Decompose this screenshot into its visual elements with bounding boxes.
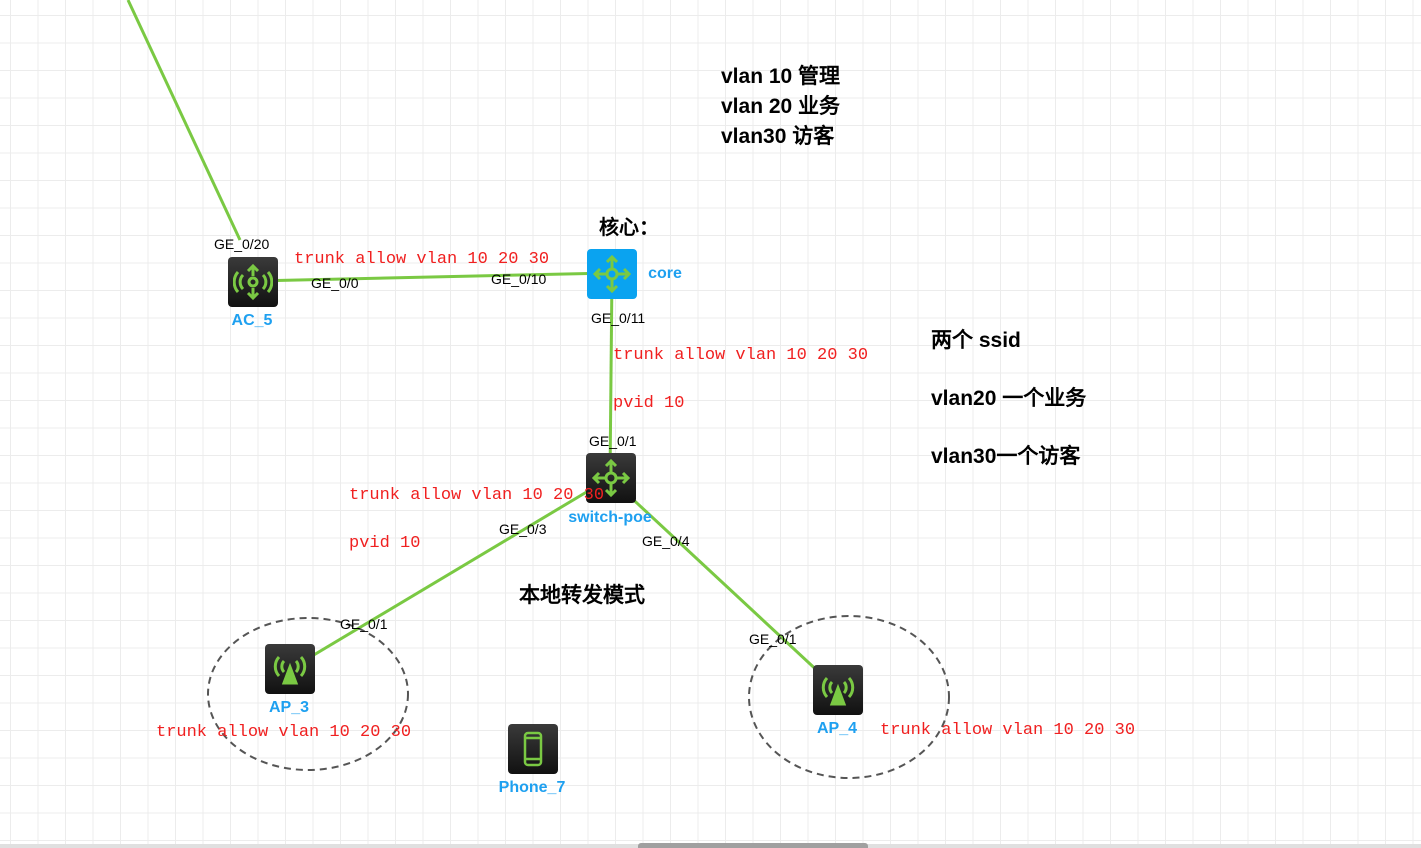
note-ssid-title: 两个 ssid	[931, 329, 1021, 352]
port-label: GE_0/10	[491, 271, 547, 287]
note-mode: 本地转发模式	[519, 584, 645, 607]
port-label: GE_0/1	[749, 631, 797, 647]
port-label: GE_0/3	[499, 521, 547, 537]
note-vlan10: vlan 10 管理	[721, 65, 841, 88]
wireless-controller-icon	[233, 263, 273, 301]
note-core-title: 核心：	[599, 217, 659, 239]
core-device[interactable]	[587, 249, 637, 299]
router-arrows-icon	[592, 254, 632, 294]
port-label: GE_0/11	[591, 310, 646, 326]
config-text: pvid 10	[613, 394, 685, 413]
ap4-device[interactable]	[813, 665, 863, 715]
port-label: GE_0/1	[589, 433, 637, 449]
note-ssid2: vlan30一个访客	[931, 445, 1081, 468]
switch-arrows-icon	[591, 458, 631, 498]
config-text: pvid 10	[349, 534, 421, 553]
config-text: trunk allow vlan 10 20 30	[613, 346, 869, 365]
config-text: trunk allow vlan 10 20 30	[349, 486, 605, 505]
ap4-coverage	[748, 615, 950, 779]
access-point-icon	[821, 676, 855, 706]
phone-label: Phone_7	[498, 779, 566, 796]
ap3-device[interactable]	[265, 644, 315, 694]
phone-icon	[523, 731, 543, 767]
access-point-icon	[273, 655, 307, 685]
link-core-switch	[608, 272, 614, 479]
phone-device[interactable]	[508, 724, 558, 774]
config-text: trunk allow vlan 10 20 30	[880, 721, 1136, 740]
switch-label: switch-poe	[568, 509, 652, 526]
link-uplink-ac	[126, 0, 242, 241]
link-switch-ap4	[608, 476, 839, 691]
ap3-coverage	[207, 617, 409, 771]
core-label: core	[648, 265, 682, 282]
ap4-label: AP_4	[816, 720, 858, 737]
note-ssid1: vlan20 一个业务	[931, 387, 1087, 410]
port-label: GE_0/20	[214, 236, 270, 252]
ac-label: AC_5	[231, 312, 273, 329]
link-ac-core	[251, 271, 613, 283]
port-label: GE_0/0	[311, 275, 359, 291]
config-text: trunk allow vlan 10 20 30	[294, 250, 550, 269]
switch-device[interactable]	[586, 453, 636, 503]
link-switch-ap3	[291, 476, 611, 670]
note-vlan30: vlan30 访客	[721, 125, 835, 148]
config-text: trunk allow vlan 10 20 30	[156, 723, 412, 742]
port-label: GE_0/1	[340, 616, 388, 632]
ac-device[interactable]	[228, 257, 278, 307]
scrollbar-thumb[interactable]	[638, 843, 868, 848]
ap3-label: AP_3	[268, 699, 310, 716]
port-label: GE_0/4	[642, 533, 690, 549]
note-vlan20: vlan 20 业务	[721, 95, 841, 118]
